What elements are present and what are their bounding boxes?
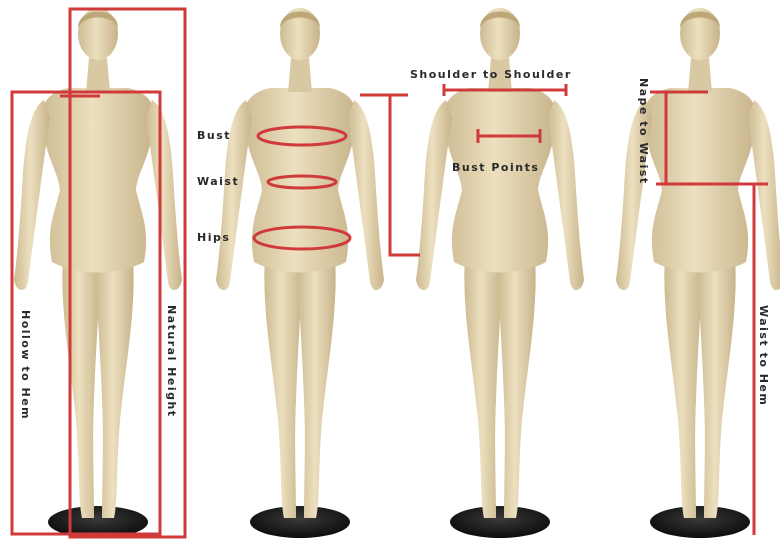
waist-to-hem-label: Waist to Hem <box>757 305 770 406</box>
natural-height-label: Natural Height <box>165 305 178 418</box>
hollow-to-hem-label: Hollow to Hem <box>19 310 32 420</box>
waist-label: Waist <box>197 175 239 188</box>
mannequin-figure <box>216 8 384 538</box>
mannequin-figure <box>14 8 182 538</box>
bust-label: Bust <box>197 129 231 142</box>
mannequin-figure <box>416 8 584 538</box>
shoulder-to-shoulder-label: Shoulder to Shoulder <box>410 68 572 81</box>
bust-points-label: Bust Points <box>452 161 539 174</box>
hips-label: Hips <box>197 231 230 244</box>
nape-to-waist-label: Nape to Waist <box>637 78 650 185</box>
